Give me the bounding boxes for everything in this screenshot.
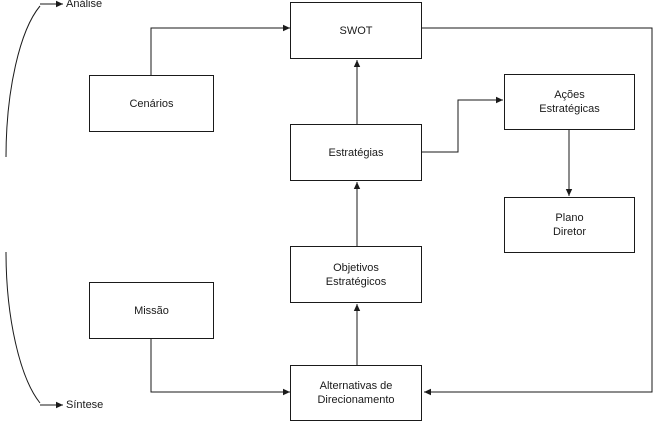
analise-label: Análise — [66, 0, 103, 10]
arrow-swot-to-alternativas — [422, 27, 653, 396]
acoes-estrategicas-box: Ações Estratégicas — [504, 74, 635, 130]
sintese-label: Síntese — [66, 399, 104, 411]
cenarios-box: Cenários — [89, 75, 214, 132]
plano-diretor-box: Plano Diretor — [504, 197, 635, 253]
swot-box: SWOT — [290, 2, 422, 59]
sintese-curve — [5, 251, 41, 404]
analise-curve — [5, 5, 41, 158]
alternativas-box: Alternativas de Direcionamento — [290, 365, 422, 421]
arrow-cenarios-to-swot — [150, 24, 290, 75]
objetivos-estrategicos-box: Objetivos Estratégicos — [290, 246, 422, 303]
arrow-estrategias-to-acoes — [422, 96, 503, 153]
estrategias-box: Estratégias — [290, 124, 422, 181]
missao-box: Missão — [89, 282, 214, 339]
arrow-missao-to-alternativas — [150, 339, 290, 396]
